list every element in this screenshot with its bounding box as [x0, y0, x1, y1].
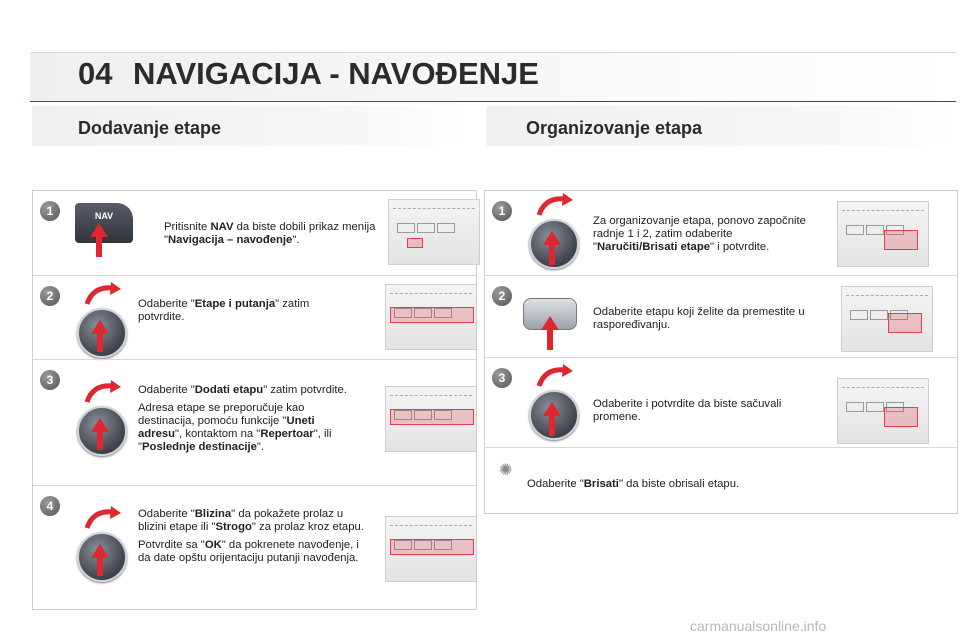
- right-steps-panel: 1 Za organizovanje etapa, ponovo započni…: [484, 190, 958, 514]
- left-section-title: Dodavanje etape: [78, 118, 222, 138]
- right-section-title: Organizovanje etapa: [526, 118, 703, 138]
- step-instruction: Pritisnite NAV da biste dobili prikaz me…: [164, 221, 376, 246]
- rotate-arrow-icon: [536, 364, 573, 387]
- step-number-badge: 2: [40, 286, 60, 306]
- left-step-1: 1 NAV Pritisnite NAV da biste dobili pri…: [33, 191, 480, 275]
- rotate-arrow-icon: [84, 380, 121, 403]
- tip-sun-icon: ✺: [499, 462, 513, 479]
- radio-panel-thumbnail: [388, 199, 480, 265]
- step-instruction: Odaberite etapu koji želite da premestit…: [593, 306, 805, 331]
- press-arrow-icon: [91, 544, 109, 558]
- radio-panel-thumbnail: [385, 284, 477, 350]
- step-instruction: Za organizovanje etapa, ponovo započnite…: [593, 215, 806, 253]
- arrow-up-icon: [96, 235, 102, 257]
- step-number-badge: 2: [492, 286, 512, 306]
- radio-panel-thumbnail: [385, 516, 477, 582]
- left-section-bar: [32, 106, 472, 146]
- radio-panel-thumbnail: [385, 386, 477, 452]
- step-instruction: Odaberite "Blizina" da pokažete prolaz u…: [138, 508, 364, 564]
- press-arrow-icon: [91, 320, 109, 334]
- chapter-number: 04: [78, 56, 113, 91]
- press-arrow-icon: [543, 231, 561, 245]
- rotate-arrow-icon: [536, 193, 573, 216]
- step-instruction: Odaberite "Dodati etapu" zatim potvrdite…: [138, 384, 347, 453]
- rotate-arrow-icon: [84, 282, 121, 305]
- watermark: carmanualsonline.info: [690, 618, 827, 634]
- step-number-badge: 3: [492, 368, 512, 388]
- header-banner: [30, 52, 956, 102]
- nav-button-label: NAV: [94, 211, 114, 221]
- right-step-2: 2 Odaberite etapu koji želite da premest…: [485, 275, 957, 358]
- step-number-badge: 4: [40, 496, 60, 516]
- step-number-badge: 1: [492, 201, 512, 221]
- tip-text: Odaberite "Brisati" da biste obrisali et…: [527, 478, 740, 490]
- page-title: NAVIGACIJA - NAVOĐENJE: [133, 56, 539, 91]
- radio-panel-thumbnail: [837, 378, 929, 444]
- step-instruction: Odaberite "Etape i putanja" zatim potvrd…: [138, 298, 310, 323]
- left-step-4: 4 Odaberite "Blizina" da pokažete prolaz…: [33, 485, 477, 610]
- radio-panel-thumbnail: [841, 286, 933, 352]
- step-number-badge: 3: [40, 370, 60, 390]
- step-number-badge: 1: [40, 201, 60, 221]
- left-steps-panel: 1 NAV Pritisnite NAV da biste dobili pri…: [32, 190, 480, 610]
- press-arrow-icon: [543, 402, 561, 416]
- right-step-3: 3 Odaberite i potvrdite da biste sačuval…: [485, 357, 957, 448]
- left-step-3: 3 Odaberite "Dodati etapu" zatim potvrdi…: [33, 359, 477, 486]
- radio-panel-thumbnail: [837, 201, 929, 267]
- step-instruction: Odaberite i potvrdite da biste sačuvali …: [593, 398, 782, 423]
- right-section-bar: [486, 106, 956, 146]
- left-step-2: 2 Odaberite "Etape i putanja" zatim potv…: [33, 275, 477, 360]
- rotate-arrow-icon: [84, 506, 121, 529]
- right-tip: ✺ Odaberite "Brisati" da biste obrisali …: [485, 447, 957, 514]
- right-step-1: 1 Za organizovanje etapa, ponovo započni…: [485, 191, 957, 275]
- press-arrow-icon: [541, 316, 559, 330]
- press-arrow-icon: [91, 418, 109, 432]
